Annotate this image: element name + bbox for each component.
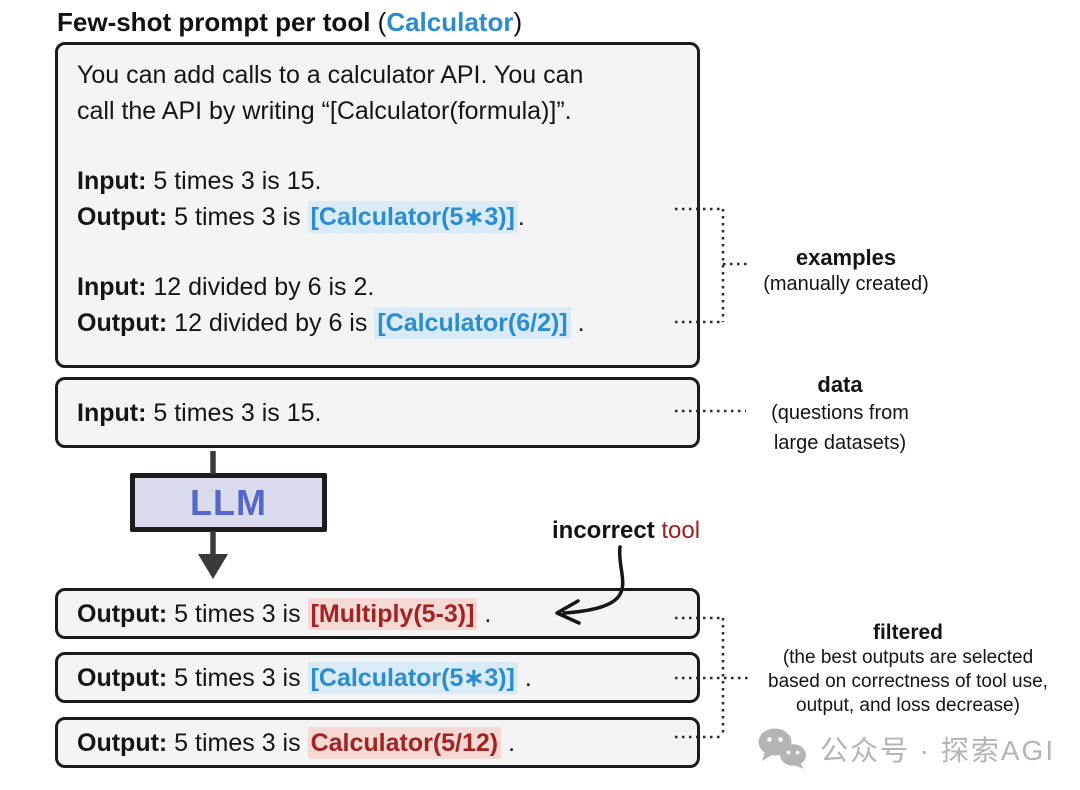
data-input-line: Input: 5 times 3 is 15.	[77, 398, 322, 427]
annotation-filtered-sub-1: (the best outputs are selected	[782, 647, 1034, 668]
annotation-data-title: data	[817, 372, 863, 397]
output-box-malformed: Output: 5 times 3 is Calculator(5/12) .	[55, 717, 700, 768]
llm-box: LLM	[130, 473, 327, 532]
prompt-line: Input: 5 times 3 is 15.	[77, 167, 322, 195]
annotation-filtered-title: filtered	[872, 621, 943, 644]
prompt-line	[77, 235, 683, 269]
prompt-line	[77, 129, 683, 163]
prompt-line: Input: 12 divided by 6 is 2.	[77, 273, 375, 301]
prompt-line: Output: 5 times 3 is [Calculator(5∗3)].	[77, 201, 525, 233]
data-input-box: Input: 5 times 3 is 15.	[55, 377, 700, 448]
output-line: Output: 5 times 3 is [Calculator(5∗3)] .	[77, 661, 532, 694]
flow-arrow-from-llm	[198, 531, 228, 579]
llm-label: LLM	[190, 481, 267, 523]
annotation-examples-title: examples	[795, 245, 897, 270]
output-line: Output: 5 times 3 is [Multiply(5-3)] .	[77, 597, 492, 630]
few-shot-prompt-box: You can add calls to a calculator API. Y…	[55, 42, 700, 368]
annotation-filtered: filtered (the best outputs are selected …	[745, 620, 1071, 718]
title-paren-close: )	[513, 7, 523, 37]
title-paren-open: (	[370, 7, 387, 37]
prompt-line: You can add calls to a calculator API. Y…	[77, 61, 584, 89]
annotation-filtered-sub-3: output, and loss decrease)	[796, 695, 1020, 716]
output-box-incorrect-tool: Output: 5 times 3 is [Multiply(5-3)] .	[55, 588, 700, 639]
prompt-line: Output: 12 divided by 6 is [Calculator(6…	[77, 307, 585, 339]
output-line: Output: 5 times 3 is Calculator(5/12) .	[77, 726, 516, 759]
annotation-data-sub-2: large datasets)	[773, 432, 907, 454]
watermark-text: 公众号 · 探索AGI	[820, 735, 1056, 766]
annotation-data-sub-1: (questions from	[771, 402, 909, 424]
title-tool-name: Calculator	[386, 7, 514, 37]
output-box-correct: Output: 5 times 3 is [Calculator(5∗3)] .	[55, 652, 700, 703]
annotation-filtered-sub-2: based on correctness of tool use,	[768, 671, 1048, 692]
prompt-line: call the API by writing “[Calculator(for…	[77, 97, 572, 125]
watermark: 公众号 · 探索AGI	[758, 728, 1055, 770]
page-title: Few-shot prompt per tool (Calculator)	[57, 7, 522, 38]
title-main: Few-shot prompt per tool	[57, 7, 371, 37]
annotation-examples: examples (manually created)	[750, 244, 942, 298]
incorrect-tool-label: incorrect tool	[552, 517, 701, 544]
wechat-icon	[758, 728, 806, 769]
annotation-examples-sub: (manually created)	[763, 273, 929, 295]
annotation-data: data (questions from large datasets)	[745, 371, 935, 458]
